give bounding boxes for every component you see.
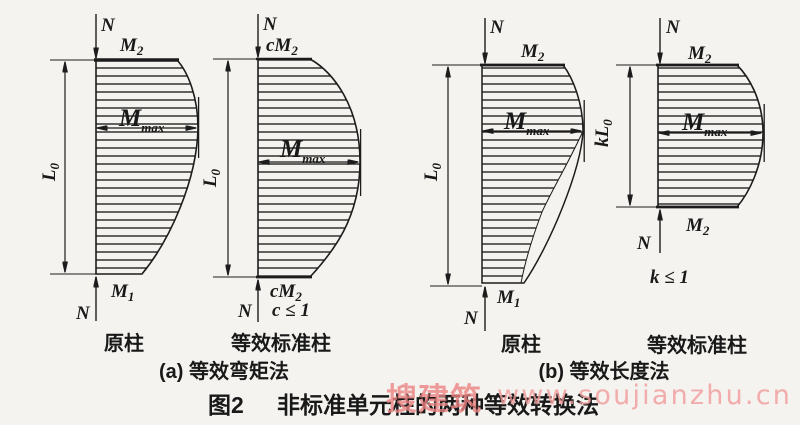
label-N-bottom: N — [636, 233, 652, 254]
column-caption-b-original: 原柱 — [501, 332, 541, 356]
diagram-a-standard: L0 Mmax N cM2 N cM2 c ≤ 1 等效标准柱 — [200, 14, 362, 355]
axial-force-bottom: N — [463, 287, 485, 331]
dimension-L0: L0 — [39, 59, 97, 275]
axial-force-bottom: N — [237, 280, 258, 322]
column-caption-a-original: 原柱 — [104, 331, 144, 355]
mmax-arrow: Mmax — [659, 109, 761, 139]
label-N-top: N — [665, 17, 681, 38]
label-N-top: N — [489, 17, 505, 38]
axial-force-top: N — [258, 14, 278, 57]
column-caption-b-standard: 等效标准柱 — [647, 333, 747, 357]
column-caption-a-standard: 等效标准柱 — [231, 331, 331, 355]
method-b-caption: (b) 等效长度法 — [538, 359, 669, 383]
label-L0: L0 — [39, 162, 62, 182]
mmax-arrow: Mmax — [97, 105, 196, 135]
label-N-top: N — [100, 15, 116, 36]
label-M2-top: M2 — [687, 43, 712, 66]
figure-caption-title: 非标准单元柱的两种等效转换法 — [277, 392, 599, 418]
axial-force-bottom: N — [75, 277, 96, 324]
label-M2: M2 — [119, 35, 144, 58]
label-N-bottom: N — [463, 308, 479, 329]
label-N-bottom: N — [75, 303, 91, 324]
moment-shape — [95, 59, 199, 275]
label-L0: L0 — [200, 168, 223, 188]
axial-force-top: N — [96, 14, 116, 58]
label-Mmax: Mmax — [681, 109, 728, 139]
watermark-url: www.soujianzhu.cn — [497, 380, 792, 411]
diagram-b-original: L0 Mmax N M2 N M1 原柱 — [421, 17, 585, 356]
dimension-kL0: kL0 — [592, 64, 658, 208]
label-Mmax: Mmax — [279, 136, 326, 166]
axial-force-bottom: N — [636, 210, 660, 254]
label-constraint: c ≤ 1 — [272, 300, 310, 321]
axial-force-top: N — [660, 17, 681, 63]
moment-shape — [257, 58, 361, 278]
watermark-brand: 搜建筑 — [386, 382, 482, 418]
moment-hatch — [481, 64, 584, 284]
label-N-top: N — [262, 14, 278, 35]
moment-shape — [481, 64, 584, 284]
watermark: 搜建筑 www.soujianzhu.cn — [386, 380, 792, 418]
method-a-caption: (a) 等效弯矩法 — [159, 359, 289, 383]
label-Mmax: Mmax — [503, 108, 550, 138]
label-kL0: kL0 — [592, 119, 615, 147]
diagram-b-standard: kL0 Mmax N M2 N M2 k ≤ 1 等效标准柱 — [592, 17, 765, 357]
label-N-bottom: N — [237, 301, 253, 322]
label-M2: M2 — [520, 41, 545, 64]
label-L0: L0 — [421, 162, 444, 182]
dimension-L0: L0 — [200, 58, 258, 278]
diagram-a-original: L0 Mmax N M2 N M1 原柱 — [39, 14, 200, 355]
mmax-arrow: Mmax — [259, 136, 358, 166]
axial-force-top: N — [485, 17, 505, 63]
figure-caption-tag: 图2 — [208, 392, 244, 418]
label-M1: M1 — [110, 281, 134, 304]
mmax-arrow: Mmax — [483, 108, 581, 138]
label-M1: M1 — [496, 287, 520, 310]
label-cM2-top: cM2 — [266, 35, 298, 58]
label-cM2-bottom: cM2 — [270, 281, 302, 304]
label-Mmax: Mmax — [118, 105, 165, 135]
dimension-L0: L0 — [421, 64, 482, 287]
label-M2-bottom: M2 — [685, 215, 710, 238]
label-constraint: k ≤ 1 — [650, 267, 689, 288]
moment-shape — [657, 64, 764, 208]
